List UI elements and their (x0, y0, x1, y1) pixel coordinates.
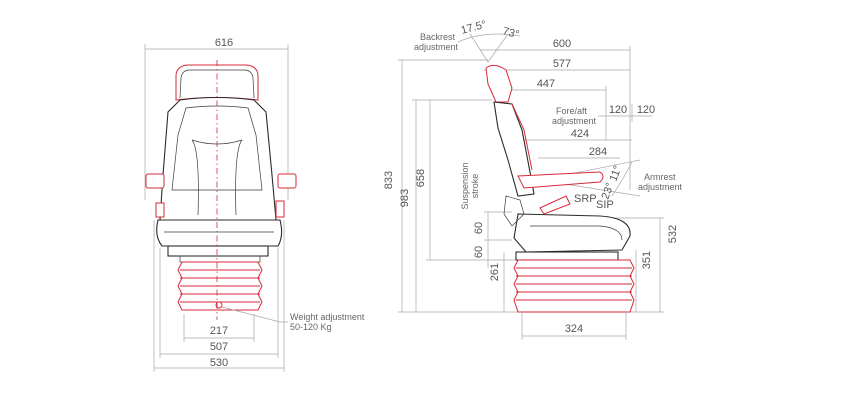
side-handle (539, 195, 571, 215)
backrest-seam-right (235, 139, 243, 216)
front-bellows (177, 261, 263, 311)
label-60-a: 60 (473, 222, 485, 234)
side-cushion (513, 213, 631, 253)
side-lever-block (503, 195, 525, 227)
weight-knob (215, 301, 223, 309)
label-530: 530 (210, 357, 228, 369)
suspension-label-2: stroke (470, 174, 480, 199)
label-120-a: 120 (609, 104, 627, 116)
label-616: 616 (215, 37, 233, 49)
suspension-label-1: Suspension (460, 162, 470, 209)
label-600: 600 (553, 38, 571, 50)
label-532: 532 (667, 225, 679, 243)
label-120-b: 120 (637, 104, 655, 116)
side-cushion-seam (530, 225, 623, 241)
label-424: 424 (571, 128, 589, 140)
label-217: 217 (210, 325, 228, 337)
side-plate (515, 251, 619, 261)
armrest-label-1: Armrest (644, 172, 676, 182)
front-view: 616 (144, 37, 365, 372)
backrest-angle-line-1 (469, 33, 489, 63)
suspension-top (179, 255, 261, 263)
armrest-right (277, 173, 297, 189)
backrest-panel (171, 105, 263, 191)
srp-label: SRP (574, 193, 597, 205)
weight-range: 50-120 Kg (290, 322, 332, 332)
side-bellows-body (513, 259, 635, 313)
suspension-plate (167, 245, 269, 257)
lever-left (155, 202, 165, 218)
armrest-left (145, 173, 165, 189)
side-armrest (517, 171, 604, 189)
side-view: 17.5° 73° Backrest adjustment 600 577 44… (383, 19, 683, 340)
label-261: 261 (489, 263, 501, 281)
label-983: 983 (399, 189, 411, 207)
label-324: 324 (565, 323, 583, 335)
angle-11: 11° (608, 164, 625, 183)
backrest-label-2: adjustment (414, 42, 459, 52)
label-507: 507 (210, 341, 228, 353)
label-60-b: 60 (473, 246, 485, 258)
label-447: 447 (537, 78, 555, 90)
side-backrest-red (511, 103, 533, 171)
label-351: 351 (641, 251, 653, 269)
label-577: 577 (553, 58, 571, 70)
seat-cushion (156, 219, 283, 247)
angle-23: 23° (600, 181, 617, 201)
lever-right (275, 200, 285, 218)
side-bellows (513, 259, 635, 313)
side-headrest (485, 64, 513, 103)
backrest-seam-left (191, 139, 199, 216)
fore-aft-label-2: adjustment (552, 116, 597, 126)
backrest-angle-line-2 (487, 33, 509, 63)
weight-label: Weight adjustment (290, 312, 365, 322)
side-backrest (493, 101, 535, 197)
armrest-label-2: adjustment (638, 182, 683, 192)
armrest-arc (611, 161, 633, 197)
weight-leader (221, 306, 288, 323)
label-284: 284 (589, 146, 607, 158)
sip-label: SIP (596, 199, 614, 211)
label-658: 658 (415, 169, 427, 187)
angle-73: 73° (501, 25, 520, 41)
backrest-arc (457, 33, 521, 43)
angle-17-5: 17.5° (460, 19, 488, 37)
fore-aft-label-1: Fore/aft (556, 106, 588, 116)
label-833: 833 (383, 171, 395, 189)
backrest-label-1: Backrest (420, 32, 456, 42)
